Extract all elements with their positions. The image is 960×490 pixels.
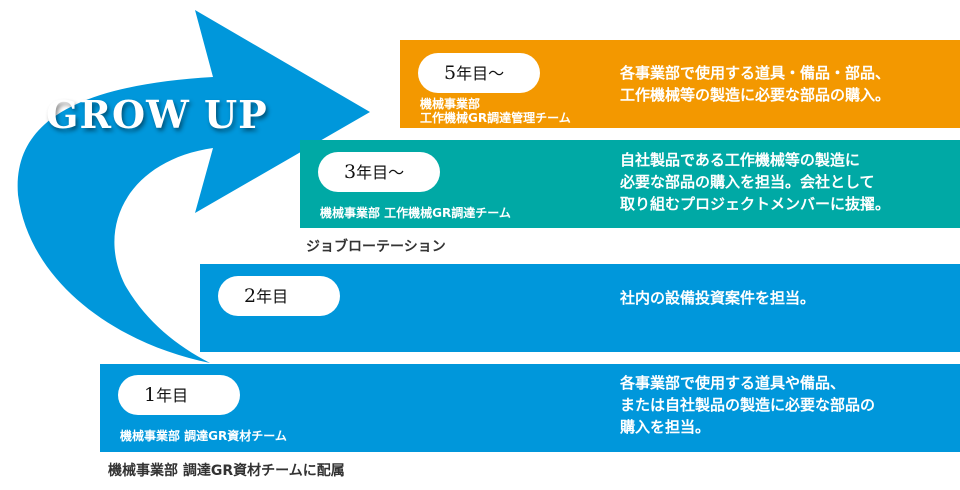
team-line: 工作機械GR調達管理チーム xyxy=(420,111,571,125)
desc-line: 社内の設備投資案件を担当。 xyxy=(620,289,816,307)
desc-line: 工作機械等の製造に必要な部品の購入。 xyxy=(620,86,891,104)
team-line: 機械事業部 工作機械GR調達チーム xyxy=(320,206,511,220)
step-description: 社内の設備投資案件を担当。 xyxy=(620,287,815,309)
year-number: 3 xyxy=(344,161,357,183)
team-label: 機械事業部 調達GR資材チーム xyxy=(120,429,287,443)
year-unit: 年目 xyxy=(156,386,189,405)
year-number: 5 xyxy=(444,62,457,84)
desc-line: 取り組むプロジェクトメンバーに抜擢。 xyxy=(620,195,891,213)
grow-up-arrow-icon xyxy=(17,10,371,363)
year-number: 2 xyxy=(244,285,257,307)
desc-line: 必要な部品の購入を担当。会社として xyxy=(620,173,875,191)
team-line: 機械事業部 調達GR資材チーム xyxy=(120,429,287,443)
desc-line: 各事業部で使用する道具や備品、 xyxy=(620,374,846,392)
step-year1: 1年目 機械事業部 調達GR資材チーム 各事業部で使用する道具や備品、または自社… xyxy=(100,364,960,452)
team-label: 機械事業部工作機械GR調達管理チーム xyxy=(420,97,571,125)
job-rotation-caption: ジョブローテーション xyxy=(306,239,446,255)
year-unit: 年目〜 xyxy=(456,64,505,83)
desc-line: 自社製品である工作機械等の製造に xyxy=(620,151,860,169)
step-description: 自社製品である工作機械等の製造に必要な部品の購入を担当。会社として取り組むプロジ… xyxy=(620,149,890,215)
desc-line: 購入を担当。 xyxy=(620,418,711,436)
year-badge: 1年目 xyxy=(118,375,240,415)
step-description: 各事業部で使用する道具・備品・部品、工作機械等の製造に必要な部品の購入。 xyxy=(620,62,890,106)
step-year5: 5年目〜 機械事業部工作機械GR調達管理チーム 各事業部で使用する道具・備品・部… xyxy=(400,40,960,128)
step-year3: 3年目〜 機械事業部 工作機械GR調達チーム 自社製品である工作機械等の製造に必… xyxy=(300,140,960,228)
year-unit: 年目〜 xyxy=(356,163,405,182)
year-badge: 2年目 xyxy=(218,276,340,316)
year-number: 1 xyxy=(144,384,157,406)
desc-line: または自社製品の製造に必要な部品の xyxy=(620,396,876,414)
step-year2: 2年目 社内の設備投資案件を担当。 xyxy=(200,264,960,352)
step-description: 各事業部で使用する道具や備品、または自社製品の製造に必要な部品の購入を担当。 xyxy=(620,372,875,438)
desc-line: 各事業部で使用する道具・備品・部品、 xyxy=(620,64,891,82)
year-badge: 3年目〜 xyxy=(318,152,440,192)
year-badge: 5年目〜 xyxy=(418,53,540,93)
year-unit: 年目 xyxy=(256,287,289,306)
assignment-caption: 機械事業部 調達GR資材チームに配属 xyxy=(108,463,345,479)
team-line: 機械事業部 xyxy=(420,97,481,111)
grow-up-title: GROW UP xyxy=(46,92,268,137)
team-label: 機械事業部 工作機械GR調達チーム xyxy=(320,206,511,220)
